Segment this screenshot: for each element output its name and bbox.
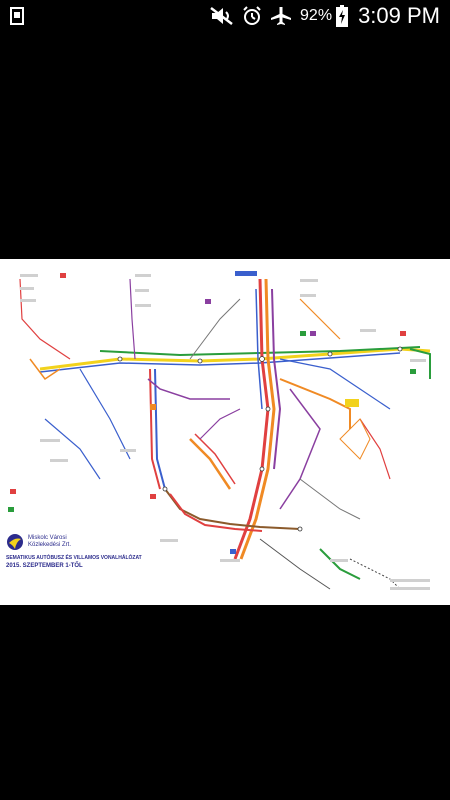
map-title: SEMATIKUS AUTÓBUSZ ÉS VILLAMOS VONALHÁLÓ… xyxy=(6,555,142,561)
status-icons: 92% 3:09 PM xyxy=(202,0,440,32)
battery-charging-icon xyxy=(336,5,349,27)
battery-percentage: 92% xyxy=(300,7,333,24)
airplane-mode-icon xyxy=(271,7,292,25)
image-notification-icon xyxy=(10,7,24,25)
operator-name-line2: Közlekedési Zrt. xyxy=(28,542,72,548)
transit-map[interactable]: Miskolc Városi Közlekedési Zrt. SEMATIKU… xyxy=(0,259,450,605)
alarm-icon xyxy=(243,6,261,25)
image-viewer[interactable]: Miskolc Városi Közlekedési Zrt. SEMATIKU… xyxy=(0,32,450,800)
operator-logo-icon xyxy=(7,534,23,550)
map-subtitle: 2015. SZEPTEMBER 1-TŐL xyxy=(6,563,83,569)
operator-branding: Miskolc Városi Közlekedési Zrt. xyxy=(6,533,126,573)
clock: 3:09 PM xyxy=(358,3,440,28)
mute-icon xyxy=(210,7,233,25)
network-diagram xyxy=(8,271,431,590)
operator-name-line1: Miskolc Városi xyxy=(28,535,67,541)
status-bar: 92% 3:09 PM xyxy=(0,0,450,32)
